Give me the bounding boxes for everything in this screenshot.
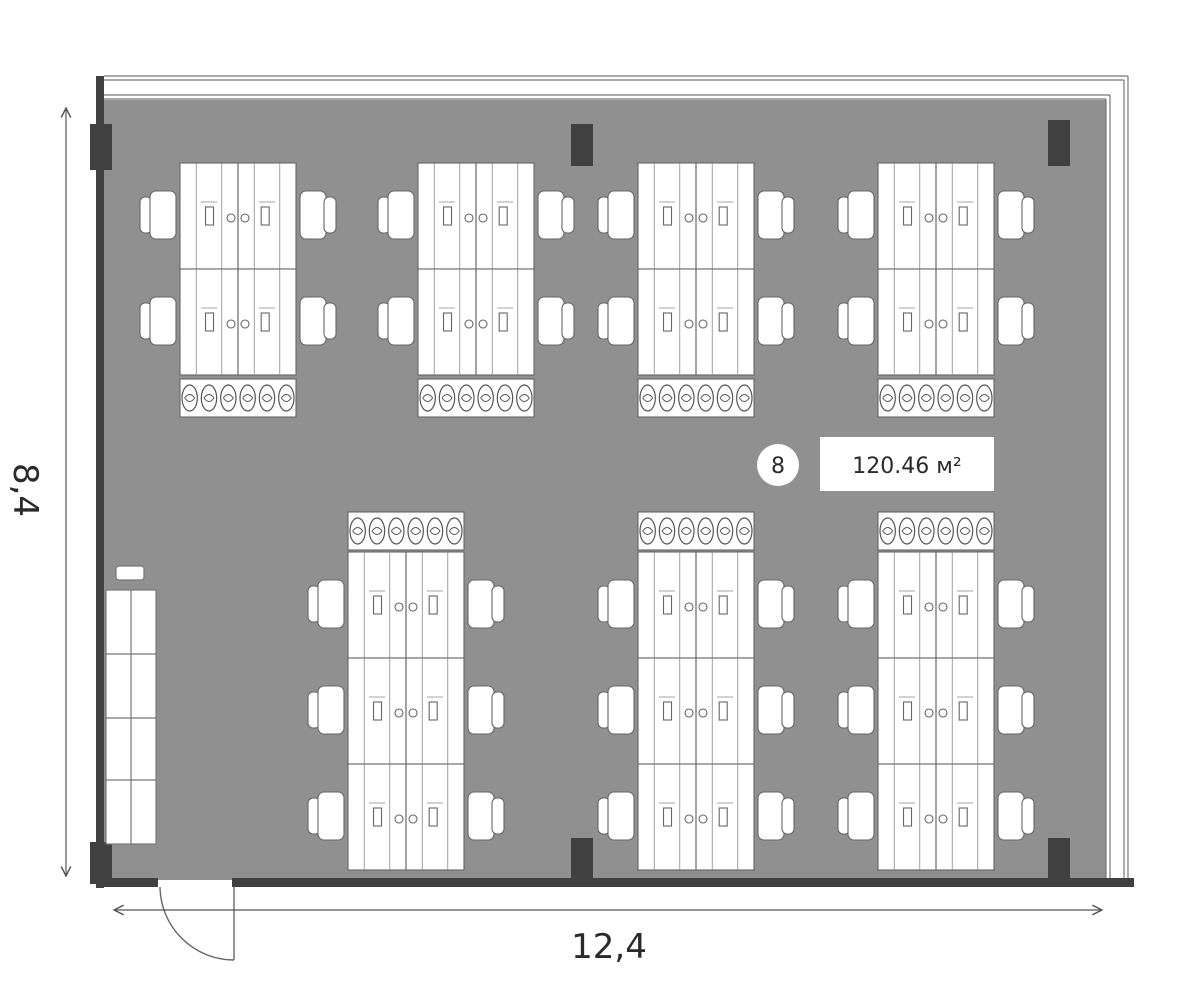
column-icon <box>90 124 112 170</box>
room-area: 120.46 м² <box>852 454 961 479</box>
column-icon <box>571 124 593 166</box>
workstation-icon <box>877 657 995 765</box>
workstation-cluster <box>377 162 575 418</box>
chair-icon <box>307 791 345 841</box>
chair-icon <box>597 685 635 735</box>
chair-icon <box>139 190 177 240</box>
planter-icon <box>347 511 465 551</box>
chair-icon <box>597 579 635 629</box>
room-number-badge <box>757 444 799 486</box>
chair-icon <box>757 190 795 240</box>
workstation-icon <box>637 162 755 270</box>
planter-icon <box>877 511 995 551</box>
chair-icon <box>299 296 337 346</box>
chair-icon <box>537 296 575 346</box>
chair-icon <box>307 579 345 629</box>
dimension-width: 12,4 <box>571 927 647 967</box>
workstation-cluster <box>307 511 505 871</box>
column-icon <box>1048 838 1070 882</box>
workstation-icon <box>179 162 297 270</box>
room-area-box <box>820 437 994 491</box>
chair-icon <box>997 579 1035 629</box>
chair-icon <box>307 685 345 735</box>
dimension-height: 8,4 <box>5 463 45 517</box>
planter-icon <box>179 378 297 418</box>
planter-icon <box>637 511 755 551</box>
chair-icon <box>837 685 875 735</box>
workstation-icon <box>877 162 995 270</box>
door-icon <box>159 886 235 961</box>
chair-icon <box>757 579 795 629</box>
column-icon <box>571 838 593 882</box>
chair-icon <box>837 190 875 240</box>
chair-icon <box>597 296 635 346</box>
chair-icon <box>757 791 795 841</box>
chair-icon <box>299 190 337 240</box>
chair-icon <box>997 791 1035 841</box>
workstation-cluster <box>139 162 337 418</box>
workstation-icon <box>637 551 755 659</box>
chair-icon <box>537 190 575 240</box>
workstation-icon <box>417 268 535 376</box>
workstation-icon <box>347 551 465 659</box>
chair-icon <box>997 685 1035 735</box>
workstation-icon <box>347 657 465 765</box>
workstation-cluster <box>837 162 1035 418</box>
workstation-icon <box>347 763 465 871</box>
chair-icon <box>597 791 635 841</box>
column-icon <box>90 842 112 884</box>
room-number: 8 <box>771 454 785 479</box>
workstation-icon <box>877 268 995 376</box>
workstation-cluster <box>837 511 1035 871</box>
chair-icon <box>467 685 505 735</box>
workstation-icon <box>877 551 995 659</box>
workstation-clusters <box>139 162 1035 871</box>
chair-icon <box>377 190 415 240</box>
workstation-cluster <box>597 162 795 418</box>
planter-icon <box>877 378 995 418</box>
chair-icon <box>139 296 177 346</box>
chair-icon <box>467 791 505 841</box>
cabinet-icon <box>105 565 157 845</box>
planter-icon <box>637 378 755 418</box>
chair-icon <box>757 685 795 735</box>
column-icon <box>1048 120 1070 166</box>
workstation-icon <box>417 162 535 270</box>
workstation-icon <box>877 763 995 871</box>
chair-icon <box>837 579 875 629</box>
right-window <box>1105 76 1129 880</box>
chair-icon <box>997 296 1035 346</box>
workstation-icon <box>179 268 297 376</box>
room-label: 8 120.46 м² <box>757 437 994 491</box>
bottom-wall-left <box>96 878 158 887</box>
top-window <box>104 75 1128 100</box>
workstation-icon <box>637 763 755 871</box>
bottom-wall-right <box>232 878 1134 887</box>
workstation-cluster <box>597 511 795 871</box>
chair-icon <box>597 190 635 240</box>
chair-icon <box>377 296 415 346</box>
chair-icon <box>837 791 875 841</box>
left-wall <box>96 76 104 888</box>
column-icons <box>90 120 1070 884</box>
chair-icon <box>837 296 875 346</box>
workstation-icon <box>637 657 755 765</box>
chair-icon <box>997 190 1035 240</box>
chair-icon <box>757 296 795 346</box>
planter-icon <box>417 378 535 418</box>
chair-icon <box>467 579 505 629</box>
workstation-icon <box>637 268 755 376</box>
